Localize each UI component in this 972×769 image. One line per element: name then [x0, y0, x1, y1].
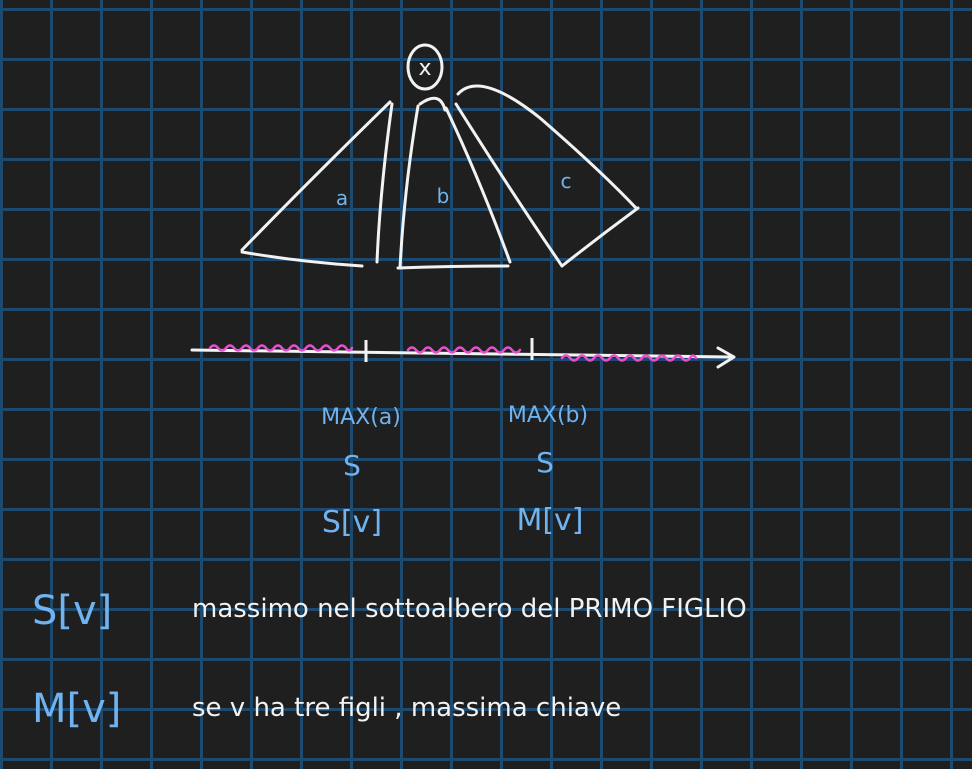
key-range-c-squiggle: [560, 354, 698, 362]
root-node: x: [406, 43, 444, 91]
subtree-b-top: [418, 96, 447, 112]
definition-m-text: se v ha tre figli , massima chiave: [192, 693, 621, 723]
definition-m: M[v] se v ha tre figli , massima chiave: [32, 686, 621, 732]
key-line-arrowhead: [716, 346, 736, 369]
subtree-a-right-edge: [375, 102, 394, 264]
definition-s: S[v] massimo nel sottoalbero del PRIMO F…: [32, 588, 747, 634]
key-range-a-squiggle: [208, 344, 354, 352]
mapping-left: MAX(a) S S[v]: [321, 405, 401, 540]
mapping-left-result: S[v]: [322, 505, 382, 540]
definition-s-term: S[v]: [32, 588, 112, 634]
definition-s-text: massimo nel sottoalbero del PRIMO FIGLIO: [192, 594, 747, 624]
subtree-c-left-edge: [454, 102, 564, 268]
subtree-c-right-edge: [456, 84, 638, 210]
subtree-b-left-edge: [398, 104, 420, 270]
root-node-label: x: [418, 56, 431, 81]
mapping-right-max: MAX(b): [508, 403, 588, 428]
key-line: [190, 338, 736, 369]
mapping-right: MAX(b) S M[v]: [508, 403, 588, 538]
subtree-c-label: c: [561, 169, 572, 193]
key-range-b-squiggle: [406, 346, 522, 354]
key-line-axis: [190, 348, 732, 359]
definition-m-term: M[v]: [32, 686, 121, 732]
subtree-a-left-edge: [240, 100, 392, 252]
subtree-a: [240, 100, 394, 268]
subtree-c: [454, 84, 640, 268]
subtree-b-label: b: [437, 184, 450, 208]
key-ranges: [208, 344, 698, 362]
mapping-left-max: MAX(a): [321, 405, 401, 430]
subtree-b-right-edge: [444, 106, 512, 264]
subtree-a-base: [240, 250, 364, 268]
subtree-c-base: [560, 206, 640, 268]
mapping-right-symbol: S: [536, 446, 554, 479]
subtree-a-label: a: [336, 186, 348, 210]
mapping-right-result: M[v]: [516, 503, 583, 538]
subtree-b: [396, 96, 512, 270]
mapping-left-symbol: S: [343, 449, 361, 482]
subtree-b-base: [396, 264, 510, 270]
root-node-circle: [406, 43, 444, 91]
